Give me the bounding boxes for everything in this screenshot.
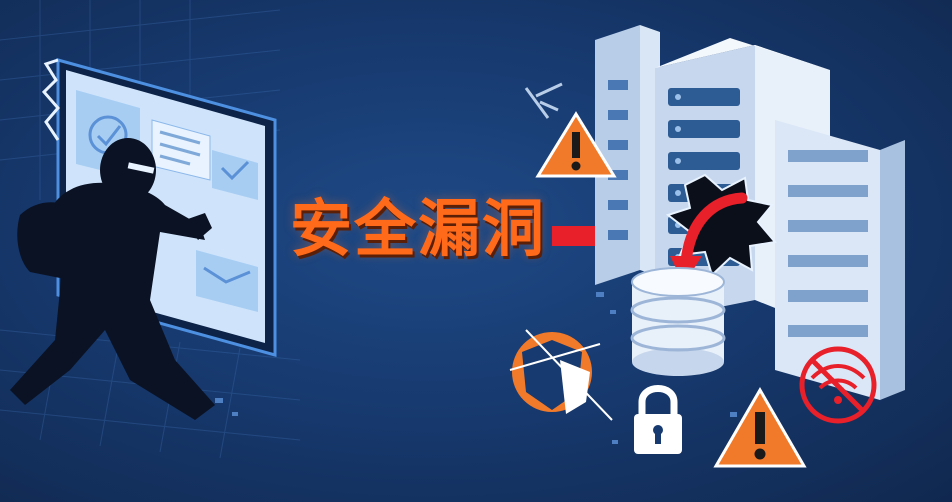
red-curved-arrow — [680, 192, 748, 268]
explosion-burst-icon — [665, 173, 777, 277]
warning-icon — [535, 111, 617, 178]
hacker-eyes — [127, 162, 155, 174]
debris-fragments — [215, 292, 737, 444]
broken-tool-icon — [524, 82, 563, 119]
warning-icon — [713, 387, 807, 468]
hacker-silhouette — [10, 138, 215, 420]
headline-text: 安全漏洞 — [290, 192, 547, 265]
padlock-icon — [634, 385, 682, 454]
broken-shield-icon — [509, 329, 613, 421]
no-wifi-icon — [799, 346, 877, 424]
database-icon — [630, 267, 726, 376]
